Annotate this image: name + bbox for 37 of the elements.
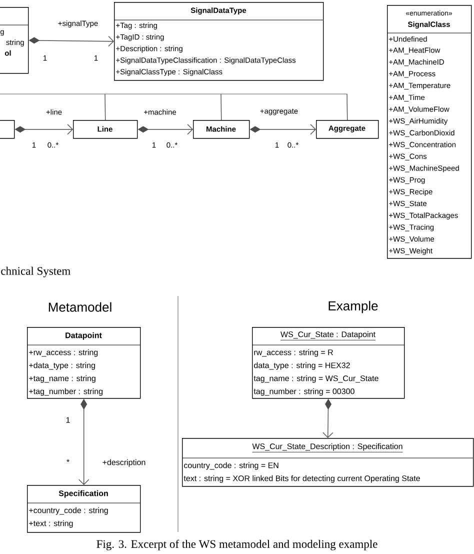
section-title: Example [328,300,378,314]
attribute-text: tag_name : string = WS_Cur_State [254,375,378,383]
attribute-text: text : string = XOR linked Bits for detecting current Operating State [184,475,420,483]
attribute-text: data_type : string = HEX32 [254,362,350,370]
attribute-text: +tag_number : string [29,388,103,396]
class-box [252,327,405,399]
class-name: Specification [58,490,108,498]
connector-line [220,94,222,120]
class-box [26,327,141,399]
class-box [316,120,379,139]
class-name: Datapoint [66,332,102,340]
multiplicity: 1 [66,417,70,423]
class-box [26,485,141,533]
edge-label: +description [101,458,147,468]
attribute-text: +country_code : string [29,507,108,515]
attribute-text: +tag_name : string [29,375,96,383]
attribute-text: +rw_access : string [29,349,98,357]
class-box [386,5,472,259]
attribute-text: rw_access : string = R [254,349,333,357]
multiplicity: * [66,459,70,462]
class-box [114,2,324,81]
section-title: Metamodel [48,302,112,312]
section-title: chnical System [1,266,70,278]
connector-line [104,94,106,120]
caption: Fig. 3. Excerpt of the WS metamodel and modeling example [96,540,378,550]
class-box [193,120,250,139]
partial-box [0,120,15,139]
class-box [182,438,474,487]
attribute-text: country_code : string = EN [184,462,278,470]
class-box [73,120,138,139]
class-name: WS_Cur_State_Description : Specification [252,443,403,452]
attribute-text: +text : string [29,520,73,528]
attribute-text: tag_number : string = 00300 [254,388,354,396]
connector-line [346,94,348,120]
partial-box [0,7,29,74]
class-name: WS_Cur_State : Datapoint [280,331,376,340]
attribute-text: +data_type : string [29,362,95,370]
